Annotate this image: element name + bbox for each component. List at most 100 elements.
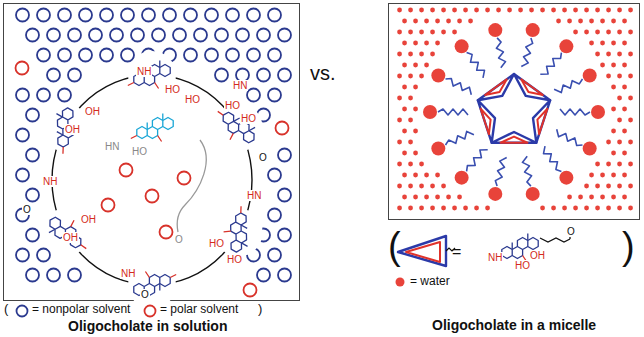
water-molecule [452,206,457,211]
water-molecule [617,96,622,101]
water-molecule [551,8,556,13]
water-molecule [589,41,594,46]
water-molecule [408,162,413,167]
steroid-unit [41,105,86,156]
panel-caption: Oligocholate in solution [68,319,227,334]
hydrophobic-tail [446,131,474,145]
nonpolar-solvent [79,49,92,62]
steroid-rings [137,118,173,139]
water-molecule [617,52,622,57]
polar-solvent [178,172,191,185]
hydroxyl-bond [128,83,159,89]
atom-label: O [566,226,576,237]
water-molecule [507,8,512,13]
water-molecule [628,118,633,123]
nonpolar-solvent [247,49,260,62]
polar-head [455,171,469,185]
hydrophobic-tail [557,129,583,145]
nonpolar-solvent [131,29,144,42]
equals-sign: = [452,243,461,261]
nonpolar-solvent [16,9,29,22]
water-molecule [562,206,567,211]
nonpolar-solvent [58,9,71,22]
polar-head [526,187,540,201]
micelle-panel [389,4,640,220]
water-molecule [397,8,402,13]
water-molecule [628,8,633,13]
nonpolar-solvent [58,89,71,102]
water-molecule [496,8,501,13]
nonpolar-solvent [79,9,92,22]
nonpolar-solvent [205,9,218,22]
water-molecule [617,162,622,167]
legend-text: = polar solvent [160,303,238,316]
nonpolar-solvent [215,29,228,42]
atom-label: OH [84,106,101,117]
water-molecule [397,140,402,145]
polar-head [423,105,437,119]
swatch-circle [396,278,405,287]
nonpolar-solvent [16,249,29,262]
water-molecule [595,30,600,35]
water-molecule [452,8,457,13]
steroid-unit [134,272,176,300]
water-molecule [397,162,402,167]
water-molecule [573,206,578,211]
water-molecule [606,30,611,35]
water-molecule [397,96,402,101]
water-molecule [397,30,402,35]
nonpolar-solvent [268,89,281,102]
cholate-triangle [398,236,446,266]
hydroxyl-bond [131,136,162,142]
water-molecule [441,30,446,35]
water-molecule [584,30,589,35]
methyl-bond [147,114,163,130]
atom-label: O [22,204,32,215]
legend-swatch [392,274,408,290]
water-molecule [413,63,418,68]
atom-label: OH [529,250,546,261]
water-molecule [408,8,413,13]
water-molecule [622,63,627,68]
hydrophobic-tail [467,53,485,78]
water-molecule [397,52,402,57]
water-molecule [413,107,418,112]
nonpolar-solvent [247,89,260,102]
water-molecule [408,118,413,123]
panel-caption: Oligocholate in a micelle [432,318,596,333]
water-molecule [430,52,435,57]
swatch-circle [17,306,28,317]
water-molecule [457,195,462,200]
polar-head [559,171,573,185]
polar-solvent [160,226,173,239]
hydroxyl-bond [145,272,176,278]
atom-label: O [174,234,184,245]
water-molecule [606,8,611,13]
atom-label: HO [164,84,181,95]
nonpolar-solvent [100,9,113,22]
polar-face [406,242,440,262]
atom-label: NH [42,176,58,187]
water-molecule [441,206,446,211]
nonpolar-solvent [268,249,281,262]
water-molecule [606,140,611,145]
nonpolar-solvent [152,29,165,42]
polar-head [431,141,445,155]
water-molecule [622,85,627,90]
water-molecule [408,96,413,101]
water-molecule [413,41,418,46]
legend-text: = nonpolar solvent [32,303,130,316]
atom-label: OH [62,232,79,243]
water-molecule [402,19,407,24]
cholate-triangle [514,74,550,100]
nonpolar-solvent [26,229,39,242]
hydrophobic-tail [521,38,532,67]
water-molecule [424,63,429,68]
water-molecule [402,41,407,46]
parenthesis: ( [388,226,401,268]
nonpolar-solvent [110,29,123,42]
nonpolar-solvent [184,49,197,62]
water-molecule [617,8,622,13]
polar-head [455,39,469,53]
